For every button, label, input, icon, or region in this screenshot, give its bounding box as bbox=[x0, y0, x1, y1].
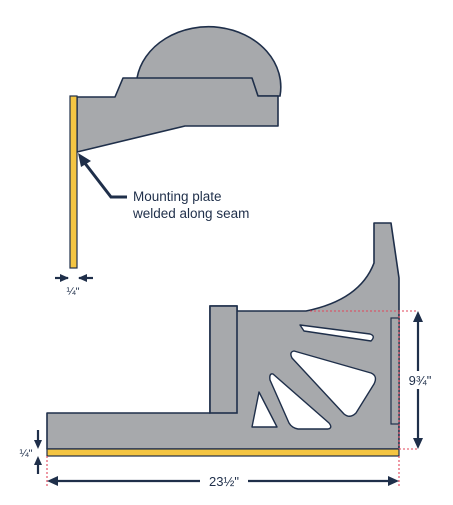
plate-thickness-dimension-side: ¼" bbox=[19, 430, 42, 474]
cutout-3 bbox=[269, 373, 332, 430]
height-label: 9¾" bbox=[409, 373, 432, 388]
callout-leader bbox=[82, 161, 127, 199]
cutout-1 bbox=[299, 324, 374, 342]
mounting-plate-top bbox=[69, 95, 78, 269]
plate-thickness-label-top: ¼" bbox=[66, 286, 79, 298]
cutout-4 bbox=[251, 391, 278, 428]
callout-line-1: Mounting plate bbox=[133, 189, 222, 204]
width-dimension: 23½" bbox=[47, 472, 399, 490]
mounting-plate-bottom bbox=[46, 448, 400, 457]
cutout-2 bbox=[290, 350, 377, 417]
height-dimension: 9¾" bbox=[403, 311, 437, 449]
bottom-view bbox=[46, 222, 400, 457]
callout-line-2: welded along seam bbox=[132, 206, 249, 221]
top-view bbox=[69, 25, 282, 269]
bracket-block bbox=[209, 305, 238, 414]
callout: Mounting plate welded along seam bbox=[78, 153, 249, 221]
plate-thickness-dimension-top: ¼" bbox=[55, 274, 93, 298]
callout-arrowhead bbox=[78, 153, 91, 167]
width-label: 23½" bbox=[209, 474, 239, 489]
bracket-side-strip bbox=[390, 317, 400, 425]
plate-thickness-label-side: ¼" bbox=[19, 448, 32, 460]
top-body bbox=[76, 77, 279, 153]
